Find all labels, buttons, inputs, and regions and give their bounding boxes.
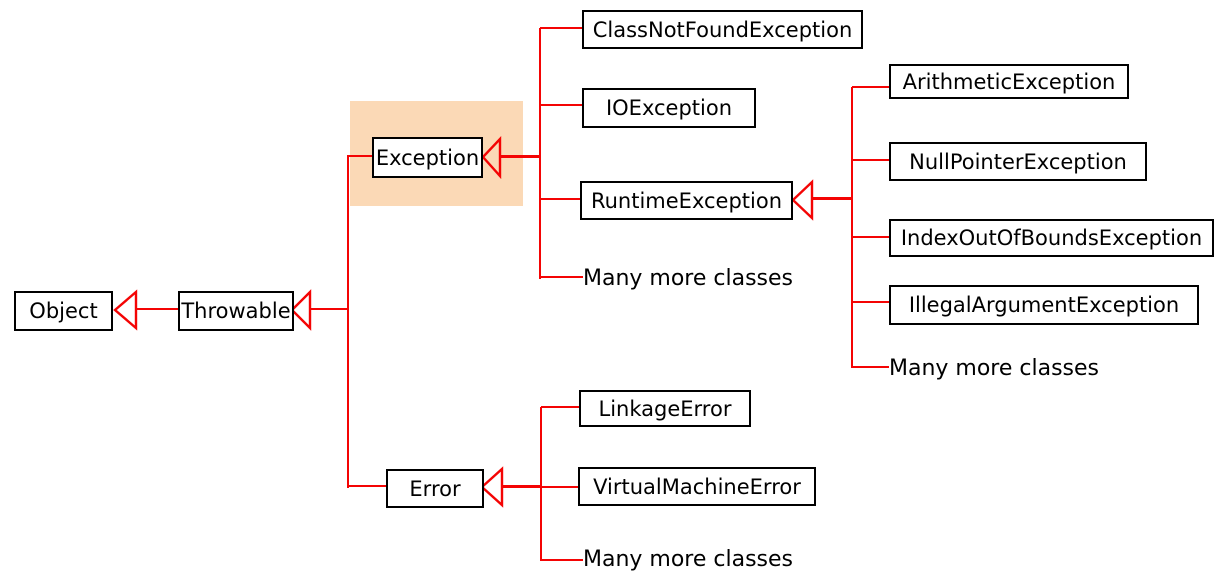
inheritance-arrowhead-to-exception-icon	[481, 136, 502, 179]
class-box-ioexception: IOException	[582, 88, 756, 128]
edge-branch-illegalargument	[852, 301, 889, 303]
edge-trunk-throwable-children	[347, 156, 349, 488]
class-box-classnotfoundexception: ClassNotFoundException	[582, 10, 863, 49]
inheritance-arrowhead-to-error-icon	[480, 466, 504, 508]
edge-branch-linkageerror	[541, 406, 579, 408]
class-box-arithmeticexception: ArithmeticException	[889, 64, 1129, 99]
class-box-throwable: Throwable	[178, 291, 294, 331]
edge-branch-virtualmachineerror	[541, 486, 578, 488]
class-box-nullpointerexception: NullPointerException	[889, 142, 1147, 181]
edge-branch-nullpointer	[852, 159, 889, 161]
class-box-object: Object	[14, 291, 113, 331]
label-error-many-more-classes: Many more classes	[583, 547, 794, 572]
class-box-exception: Exception	[372, 137, 483, 178]
edge-branch-error	[347, 485, 386, 487]
edge-branch-error-more	[541, 559, 583, 561]
edge-throwable-object	[137, 308, 178, 310]
class-box-indexoutofboundsexception: IndexOutOfBoundsException	[889, 219, 1214, 257]
edge-branch-ioexception	[540, 104, 582, 106]
edge-trunk-error-children	[540, 407, 542, 561]
edge-branch-runtime-more	[852, 366, 889, 368]
edge-trunk-exception-children	[539, 28, 541, 279]
edge-children-runtime	[813, 197, 852, 200]
edge-branch-exception-more	[540, 276, 583, 278]
class-box-linkageerror: LinkageError	[579, 390, 751, 427]
edge-children-exception	[500, 155, 540, 158]
class-box-illegalargumentexception: IllegalArgumentException	[889, 285, 1199, 325]
edge-branch-indexoutofbounds	[852, 236, 889, 238]
edge-children-error	[503, 485, 541, 488]
edge-branch-classnotfound	[540, 27, 582, 29]
edge-branch-exception	[347, 155, 372, 157]
class-box-error: Error	[386, 469, 484, 508]
label-runtime-many-more-classes: Many more classes	[889, 356, 1100, 381]
inheritance-arrowhead-to-throwable-icon	[290, 289, 312, 331]
label-exception-many-more-classes: Many more classes	[583, 266, 794, 291]
inheritance-arrowhead-to-object-icon	[113, 289, 138, 331]
edge-branch-runtimeexception	[540, 198, 580, 200]
class-box-virtualmachineerror: VirtualMachineError	[578, 467, 816, 506]
class-box-runtimeexception: RuntimeException	[580, 181, 793, 220]
edge-branch-arithmetic	[852, 86, 889, 88]
edge-trunk-runtime-children	[851, 87, 853, 368]
edge-children-throwable	[310, 308, 348, 310]
inheritance-arrowhead-to-runtime-icon	[791, 179, 814, 221]
